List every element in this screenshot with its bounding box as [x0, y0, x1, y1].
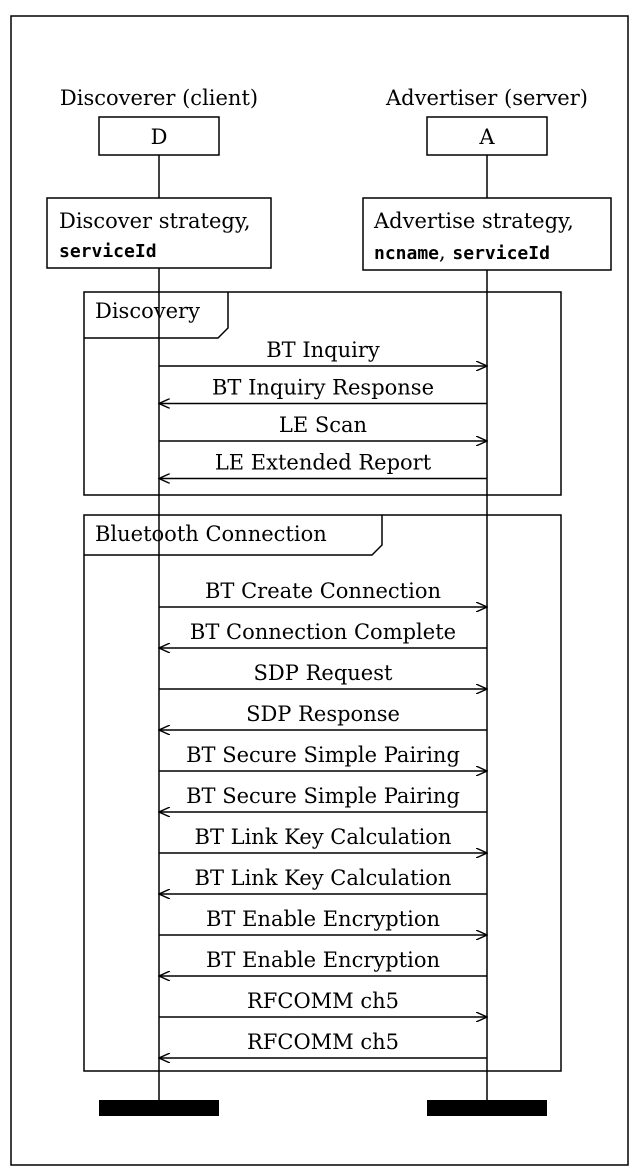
fragment-frame: [83, 291, 562, 496]
advertiser-ncname: ncname: [374, 243, 439, 264]
message-label: BT Inquiry: [266, 338, 380, 362]
message-label: RFCOMM ch5: [247, 1030, 399, 1054]
message-label: BT Enable Encryption: [206, 907, 440, 931]
advertiser-strategy-line1: Advertise strategy,: [373, 209, 574, 233]
fragment-label: Bluetooth Connection: [95, 522, 327, 546]
fragment-discovery: Discovery BT Inquiry BT Inquiry ResponseLE…: [83, 291, 562, 496]
discoverer-strategy-line2: serviceId: [59, 241, 157, 262]
discoverer-strategy-box: [46, 197, 272, 269]
message-label: LE Scan: [279, 413, 367, 437]
message-label: LE Extended Report: [215, 451, 432, 475]
discoverer-role-label: Discoverer (client): [60, 86, 258, 110]
advertiser-strategy-line2: ncname, serviceId: [374, 240, 550, 264]
discoverer-end-bar: [99, 1100, 219, 1116]
advertiser-end-bar: [427, 1100, 547, 1116]
message-label: BT Link Key Calculation: [195, 825, 452, 849]
message-label: BT Link Key Calculation: [195, 866, 452, 890]
message-label: BT Inquiry Response: [212, 376, 434, 400]
message-label: SDP Request: [254, 661, 393, 685]
message-label: BT Enable Encryption: [206, 948, 440, 972]
discoverer-head-box: [98, 116, 220, 156]
fragments-layer: Discovery BT Inquiry BT Inquiry ResponseLE…: [83, 291, 562, 1072]
discoverer-head-label: D: [151, 125, 168, 149]
advertiser-head-label: A: [478, 125, 495, 149]
discoverer-service-id: serviceId: [59, 241, 157, 262]
advertiser-role-label: Advertiser (server): [385, 86, 588, 110]
message-label: RFCOMM ch5: [247, 989, 399, 1013]
discoverer-strategy-line1: Discover strategy,: [59, 209, 251, 233]
message-label: BT Secure Simple Pairing: [186, 784, 460, 808]
fragment-bluetooth-connection: Bluetooth Connection BT Create Connection…: [83, 514, 562, 1072]
advertiser-separator: ,: [439, 240, 452, 264]
message-label: SDP Response: [246, 702, 400, 726]
outer-border: [10, 15, 629, 1166]
message-label: BT Connection Complete: [190, 620, 456, 644]
advertiser-head-box: [426, 116, 548, 156]
message-label: BT Secure Simple Pairing: [186, 743, 460, 767]
fragment-frame: [83, 514, 562, 1072]
advertiser-strategy-box: [362, 197, 612, 271]
message-label: BT Create Connection: [205, 579, 441, 603]
advertiser-service-id: serviceId: [452, 243, 550, 264]
fragment-label: Discovery: [95, 299, 200, 323]
fragment-tab: [84, 515, 383, 556]
fragment-tab: [84, 292, 229, 339]
